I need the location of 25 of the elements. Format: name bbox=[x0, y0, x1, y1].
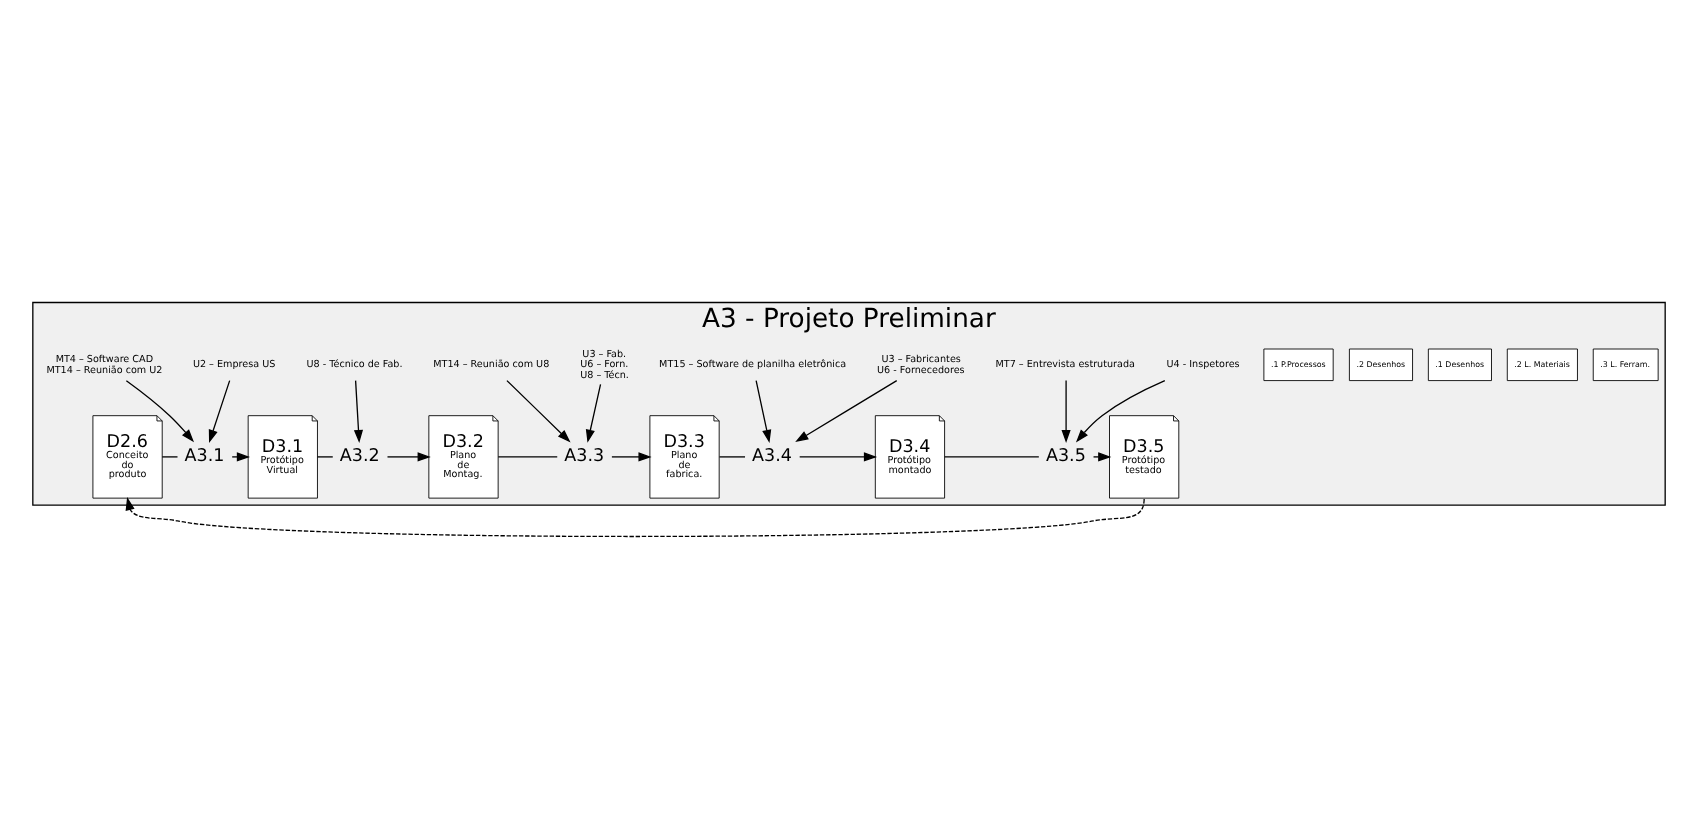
arrow bbox=[353, 379, 364, 444]
node-text: A3.5 bbox=[1045, 447, 1086, 468]
arrow bbox=[231, 452, 250, 462]
arrow bbox=[1092, 452, 1112, 462]
connector bbox=[497, 456, 558, 458]
arrow bbox=[611, 452, 652, 462]
arrow bbox=[1075, 379, 1166, 443]
arrow bbox=[386, 452, 431, 462]
node-text: A3.3 bbox=[564, 447, 605, 468]
arrow bbox=[1061, 379, 1071, 444]
node-text: A3.2 bbox=[339, 447, 380, 468]
node-text: A3.1 bbox=[184, 447, 225, 468]
connector bbox=[161, 456, 179, 458]
arrow bbox=[585, 383, 602, 443]
connector bbox=[718, 456, 746, 458]
connector bbox=[944, 456, 1040, 458]
arrow bbox=[799, 452, 878, 462]
arrow bbox=[208, 379, 231, 443]
arrow bbox=[795, 379, 898, 443]
connector bbox=[316, 456, 334, 458]
arrow bbox=[506, 379, 571, 443]
node-text: A3.4 bbox=[752, 447, 792, 468]
arrow bbox=[125, 497, 1145, 538]
arrow bbox=[755, 379, 772, 444]
arrow bbox=[125, 380, 195, 443]
